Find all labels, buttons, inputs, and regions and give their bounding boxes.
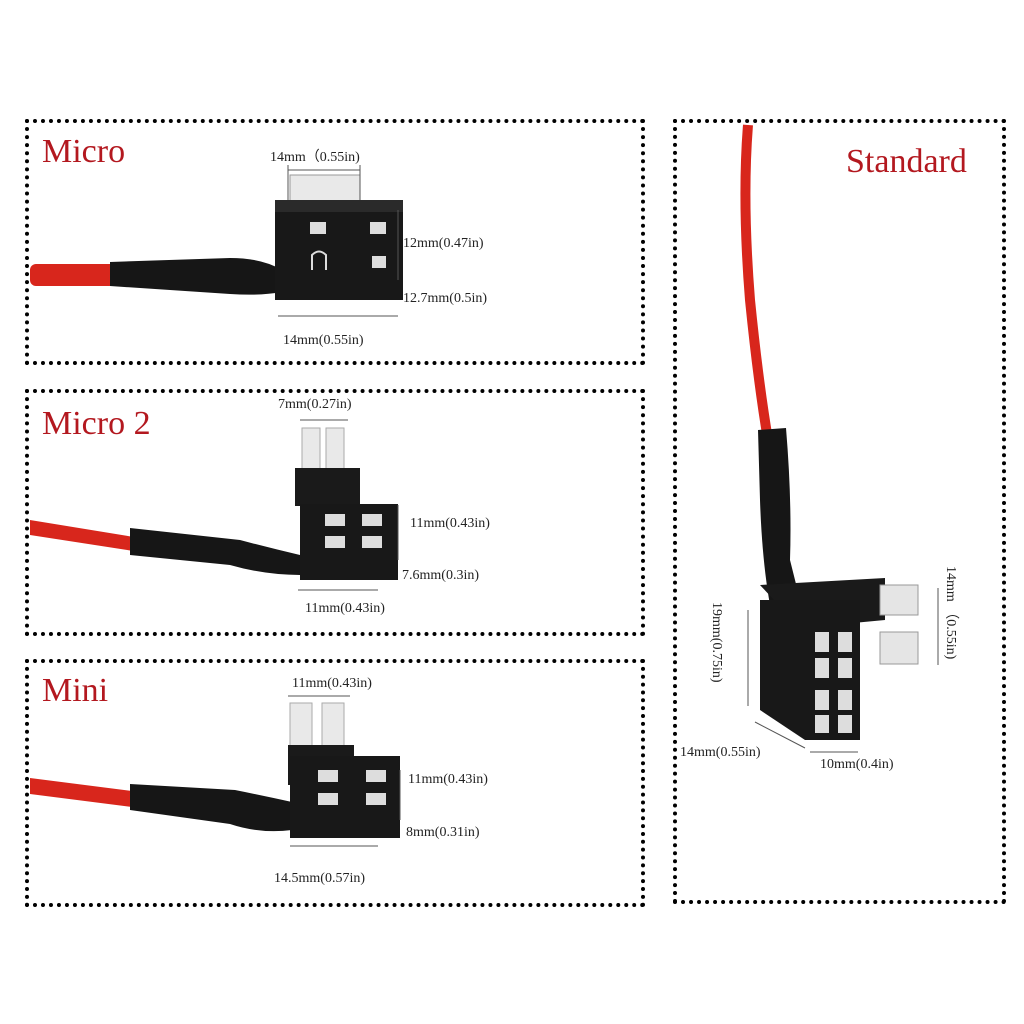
- mini-title: Mini: [42, 672, 109, 709]
- mini-top-width-label: 11mm(0.43in): [292, 676, 372, 691]
- micro-title: Micro: [42, 133, 126, 170]
- micro2-top-width-label: 7mm(0.27in): [278, 397, 352, 412]
- panel-standard: [673, 119, 1006, 904]
- panel-mini: [25, 659, 645, 907]
- micro2-depth-label: 7.6mm(0.3in): [402, 568, 479, 583]
- standard-bottom-right-label: 10mm(0.4in): [820, 757, 894, 772]
- micro-height-label: 12mm(0.47in): [403, 236, 484, 251]
- standard-title: Standard: [846, 143, 967, 180]
- mini-height-label: 11mm(0.43in): [408, 772, 488, 787]
- micro2-height-label: 11mm(0.43in): [410, 516, 490, 531]
- standard-blade-height-label: 14mm （0.55in): [943, 566, 958, 660]
- micro2-bottom-width-label: 11mm(0.43in): [305, 601, 385, 616]
- panel-micro: [25, 119, 645, 365]
- micro-depth-label: 12.7mm(0.5in): [403, 291, 487, 306]
- standard-fuse-tap-image: [740, 124, 939, 753]
- micro-fuse-tap-image: [30, 165, 403, 317]
- micro2-title: Micro 2: [42, 405, 151, 442]
- standard-bottom-left-label: 14mm(0.55in): [680, 745, 761, 760]
- mini-depth-label: 8mm(0.31in): [406, 825, 480, 840]
- panel-micro2: [25, 389, 645, 636]
- mini-bottom-width-label: 14.5mm(0.57in): [274, 871, 365, 886]
- standard-body-height-label: 19mm(0.75in): [709, 602, 724, 683]
- micro-top-width-label: 14mm（0.55in): [270, 150, 360, 165]
- mini-fuse-tap-image: [30, 695, 401, 847]
- micro2-fuse-tap-image: [30, 419, 399, 591]
- micro-bottom-width-label: 14mm(0.55in): [283, 333, 364, 348]
